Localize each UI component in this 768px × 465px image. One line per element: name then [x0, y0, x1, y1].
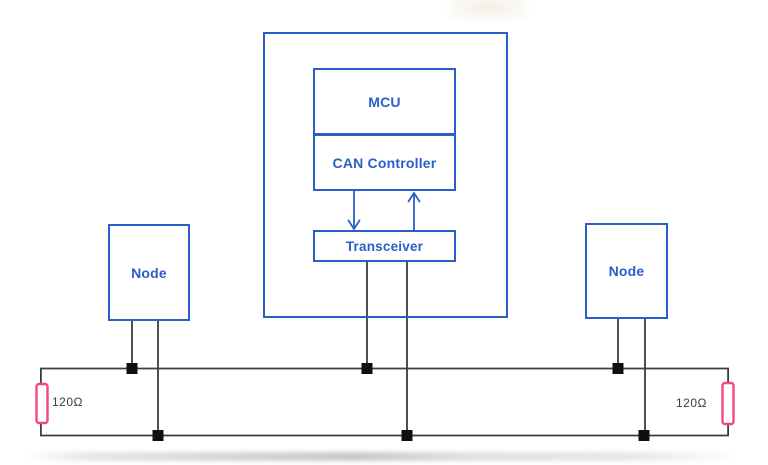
can-controller-label: CAN Controller: [332, 154, 437, 171]
mcu-can-divider: [315, 133, 454, 136]
node-right-box: Node: [585, 223, 668, 319]
left-terminator-resistor: [35, 382, 49, 425]
mcu-label: MCU: [368, 93, 401, 110]
up-arrowhead-icon: [407, 191, 421, 203]
scan-artifact-top: [448, 0, 528, 20]
tx-arrow-down: [347, 191, 361, 231]
junction-dot: [638, 430, 650, 441]
node-left-label: Node: [131, 264, 167, 281]
rx-arrow-up: [407, 191, 421, 230]
down-arrowhead-icon: [347, 219, 361, 231]
junction-dot: [361, 363, 373, 374]
can-controller-box: CAN Controller: [315, 136, 454, 189]
ecu-outer-box: [263, 32, 508, 318]
left-terminator-label: 120Ω: [52, 395, 83, 409]
right-terminator-label: 120Ω: [676, 396, 707, 410]
mcu-box: MCU: [315, 70, 454, 133]
node-left-box: Node: [108, 224, 190, 321]
junction-dot: [401, 430, 413, 441]
transceiver-box: Transceiver: [313, 230, 456, 262]
transceiver-label: Transceiver: [345, 238, 424, 254]
right-terminator-resistor: [721, 381, 735, 426]
junction-dot: [126, 363, 138, 374]
mcu-can-unit-box: MCU CAN Controller: [313, 68, 456, 191]
junction-dot: [612, 363, 624, 374]
junction-dot: [152, 430, 164, 441]
node-right-label: Node: [608, 263, 645, 279]
scan-artifact-bottom: [28, 452, 740, 461]
